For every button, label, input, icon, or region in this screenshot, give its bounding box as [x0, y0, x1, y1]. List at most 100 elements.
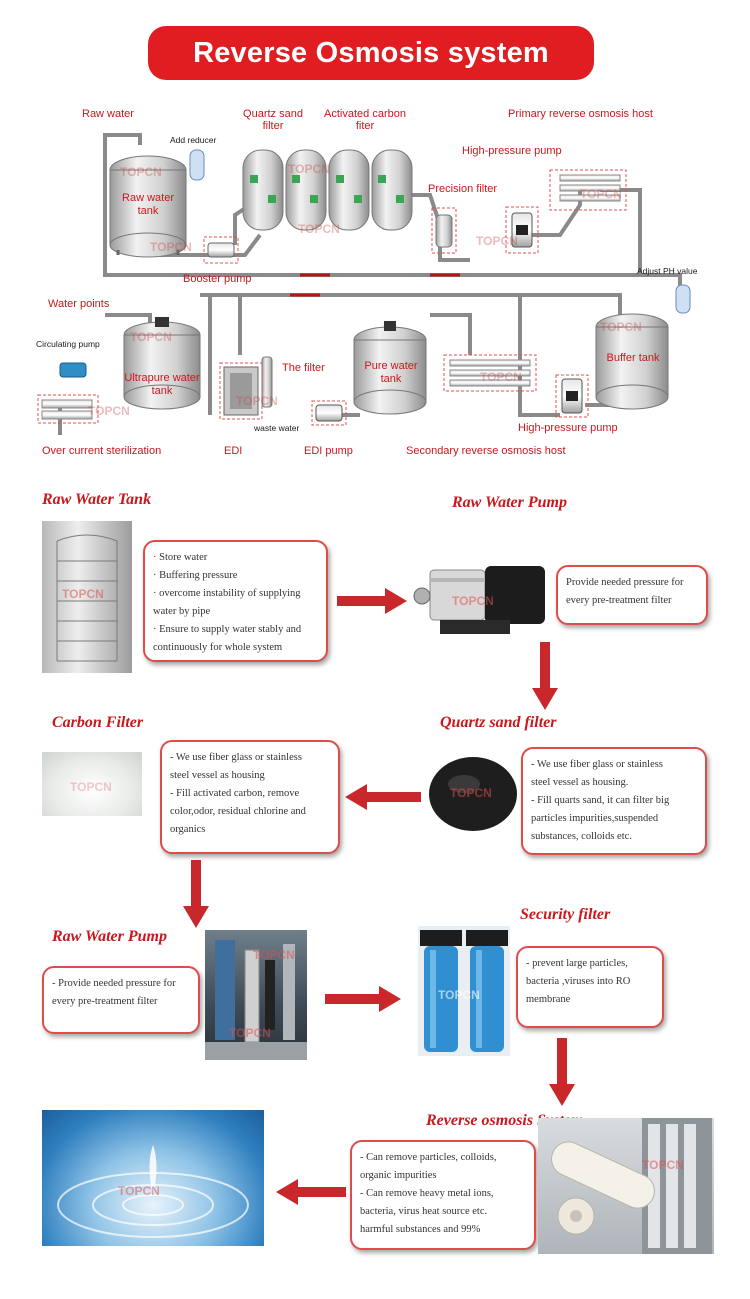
- watermark: TOPCN: [438, 988, 480, 1002]
- info-line: membrane: [526, 994, 571, 1005]
- title-raw-water-tank: Raw Water Tank: [42, 491, 152, 508]
- watermark: TOPCN: [62, 587, 104, 601]
- watermark: TOPCN: [118, 1184, 160, 1198]
- title-security-filter: Security filter: [520, 906, 611, 923]
- info-line: - prevent large particles,: [526, 958, 628, 969]
- raw-water-pump-photo: TOPCN: [410, 560, 555, 640]
- label-water-points: Water points: [48, 298, 110, 310]
- label-secondary-ro-host: Secondary reverse osmosis host: [406, 445, 566, 457]
- info-line: continuously for whole system: [153, 642, 283, 653]
- info-line: · overcome instability of supplying: [153, 588, 301, 599]
- label-activated-carbon-filter: Activated carbon fiter: [324, 108, 406, 132]
- quartz-sand-photo: TOPCN: [426, 752, 520, 834]
- ultrapure-water-tank: [123, 317, 201, 410]
- activated-carbon-filter-vessels: [328, 149, 413, 231]
- info-line: steel vessel as housing.: [531, 777, 629, 788]
- watermark: TOPCN: [88, 404, 130, 418]
- info-box-raw-water-pump-2: - Provide needed pressure for every pre-…: [42, 966, 200, 1034]
- pure-water-tank: [353, 321, 427, 415]
- raw-water-tank-photo: TOPCN: [42, 521, 132, 673]
- page-title: Reverse Osmosis system: [193, 36, 549, 69]
- info-line: organic impurities: [360, 1170, 437, 1181]
- label-booster-pump: Booster pump: [183, 273, 252, 285]
- label-add-reducer: Add reducer: [170, 135, 217, 145]
- info-line: - Can remove heavy metal ions,: [360, 1188, 494, 1199]
- info-line: - Fill quarts sand, it can filter big: [531, 795, 670, 806]
- label-buffer-tank: Buffer tank: [606, 352, 660, 364]
- ph-dosing-vessel: [675, 284, 691, 314]
- info-line: every pre-treatment filter: [52, 996, 158, 1007]
- info-box-security-filter: - prevent large particles, bacteria ,vir…: [516, 946, 664, 1028]
- water-splash-photo: TOPCN: [42, 1110, 264, 1246]
- info-line: - Fill activated carbon, remove: [170, 788, 300, 799]
- info-line: bacteria ,viruses into RO: [526, 976, 631, 987]
- ro-membrane-photo: TOPCN: [538, 1118, 714, 1254]
- info-line: organics: [170, 824, 206, 835]
- watermark: TOPCN: [150, 240, 192, 254]
- watermark: TOPCN: [70, 780, 112, 794]
- info-line: steel vessel as housing: [170, 770, 265, 781]
- title-raw-water-pump-2: Raw Water Pump: [52, 928, 167, 945]
- label-adjust-ph: Adjust PH value: [637, 266, 698, 276]
- title-raw-water-pump: Raw Water Pump: [452, 494, 567, 511]
- watermark: TOPCN: [580, 187, 622, 201]
- precision-filter: [435, 214, 453, 248]
- info-line: color,odor, residual chlorine and: [170, 806, 306, 817]
- primary-ro-host: [559, 174, 621, 202]
- label-primary-ro-host: Primary reverse osmosis host: [508, 108, 653, 120]
- info-line: - We use fiber glass or stainless: [170, 752, 302, 763]
- watermark: TOPCN: [298, 222, 340, 236]
- arrow-left-icon: [276, 1179, 346, 1205]
- process-schematic: [37, 133, 691, 435]
- reducer-vessel: [189, 149, 205, 181]
- label-the-filter: The filter: [282, 362, 325, 374]
- info-box-reverse-osmosis-system: - Can remove particles, colloids, organi…: [350, 1140, 536, 1250]
- buffer-tank: [595, 313, 669, 410]
- quartz-sand-filter-vessels: [242, 149, 327, 231]
- edi-pump: [315, 404, 343, 422]
- high-pressure-pump-bottom: [561, 378, 583, 414]
- arrow-right-icon: [337, 588, 407, 614]
- booster-pump: [207, 242, 235, 258]
- info-box-raw-water-tank: · Store water · Buffering pressure · ove…: [143, 540, 328, 662]
- watermark: TOPCN: [288, 162, 330, 176]
- watermark: TOPCN: [120, 165, 162, 179]
- info-box-raw-water-pump: Provide needed pressure for every pre-tr…: [556, 565, 708, 625]
- info-line: · Ensure to supply water stably and: [153, 624, 302, 635]
- watermark: TOPCN: [450, 786, 492, 800]
- label-high-pressure-pump-top: High-pressure pump: [462, 145, 562, 157]
- label-raw-water: Raw water: [82, 108, 134, 120]
- label-pure-water-tank: Pure water tank: [364, 360, 418, 385]
- arrow-left-icon: [345, 784, 421, 810]
- watermark: TOPCN: [480, 370, 522, 384]
- info-box-quartz-sand-filter: - We use fiber glass or stainless steel …: [521, 747, 707, 855]
- watermark: TOPCN: [253, 948, 295, 962]
- watermark: TOPCN: [600, 320, 642, 334]
- arrow-down-icon: [549, 1038, 575, 1106]
- sterilizer: [41, 399, 93, 420]
- label-over-current-sterilization: Over current sterilization: [42, 445, 162, 457]
- carbon-filter-photo: TOPCN: [42, 752, 142, 816]
- info-line: Provide needed pressure for: [566, 577, 684, 588]
- label-quartz-sand-filter: Quartz sand filter: [243, 108, 303, 132]
- watermark: TOPCN: [642, 1158, 684, 1172]
- watermark: TOPCN: [130, 330, 172, 344]
- highlight-boxes: [37, 169, 627, 426]
- label-ultrapure-water-tank: Ultrapure water tank: [124, 372, 200, 397]
- info-line: - Provide needed pressure for: [52, 978, 176, 989]
- title-quartz-sand-filter: Quartz sand filter: [440, 714, 557, 731]
- info-line: particles impurities,suspended: [531, 813, 659, 824]
- pipe-highlights: [290, 273, 460, 297]
- label-precision-filter: Precision filter: [428, 183, 498, 195]
- info-line: harmful substances and 99%: [360, 1224, 481, 1235]
- label-high-pressure-pump-bottom: High-pressure pump: [518, 422, 618, 434]
- title-banner: Reverse Osmosis system: [148, 26, 594, 80]
- label-circulating-pump: Circulating pump: [36, 339, 100, 349]
- info-line: substances, colloids etc.: [531, 831, 632, 842]
- info-line: bacteria, virus heat source etc.: [360, 1206, 488, 1217]
- label-raw-water-tank: Raw water tank: [122, 192, 174, 217]
- label-edi-pump: EDI pump: [304, 445, 353, 457]
- info-box-carbon-filter: - We use fiber glass or stainless steel …: [160, 740, 340, 854]
- label-waste-water: waste water: [254, 423, 300, 433]
- info-line: · Buffering pressure: [153, 570, 238, 581]
